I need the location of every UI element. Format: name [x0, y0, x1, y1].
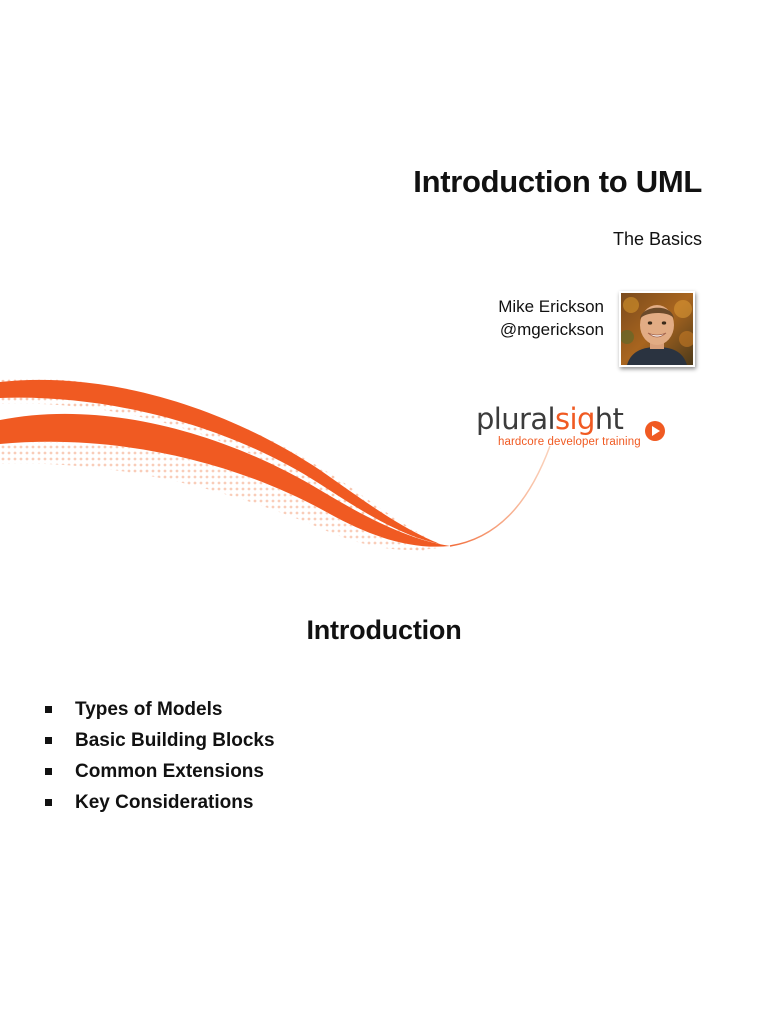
- square-bullet-icon: [45, 768, 52, 775]
- logo-word-part-2: sig: [555, 402, 595, 436]
- author-info: Mike Erickson @mgerickson: [498, 295, 604, 341]
- square-bullet-icon: [45, 799, 52, 806]
- play-icon: [645, 421, 665, 441]
- orange-swoosh-graphic: [0, 378, 551, 552]
- author-photo: [619, 291, 695, 367]
- slide-title: Introduction: [306, 615, 462, 645]
- square-bullet-icon: [45, 737, 52, 744]
- square-bullet-icon: [45, 706, 52, 713]
- bullet-text: Basic Building Blocks: [75, 730, 275, 751]
- bullet-text: Key Considerations: [75, 792, 254, 813]
- bullet-text: Common Extensions: [75, 761, 264, 782]
- logo-word-part-1: plural: [476, 402, 556, 436]
- title-slide: Introduction to UML The Basics Mike Eric…: [0, 164, 702, 552]
- pluralsight-logo: pluralsight hardcore developer training: [476, 402, 676, 452]
- introduction-slide: Introduction Types of Models Basic Build…: [0, 574, 768, 1024]
- logo-tagline: hardcore developer training: [498, 436, 641, 448]
- presentation-title: Introduction to UML: [413, 164, 702, 199]
- logo-wordmark: pluralsight: [476, 402, 624, 436]
- author-name: Mike Erickson: [498, 297, 604, 316]
- presentation-subtitle: The Basics: [612, 229, 702, 249]
- author-handle: @mgerickson: [499, 320, 604, 339]
- bullet-text: Types of Models: [75, 699, 223, 720]
- logo-word-part-3: ht: [594, 402, 624, 436]
- author-portrait-image: [621, 293, 693, 365]
